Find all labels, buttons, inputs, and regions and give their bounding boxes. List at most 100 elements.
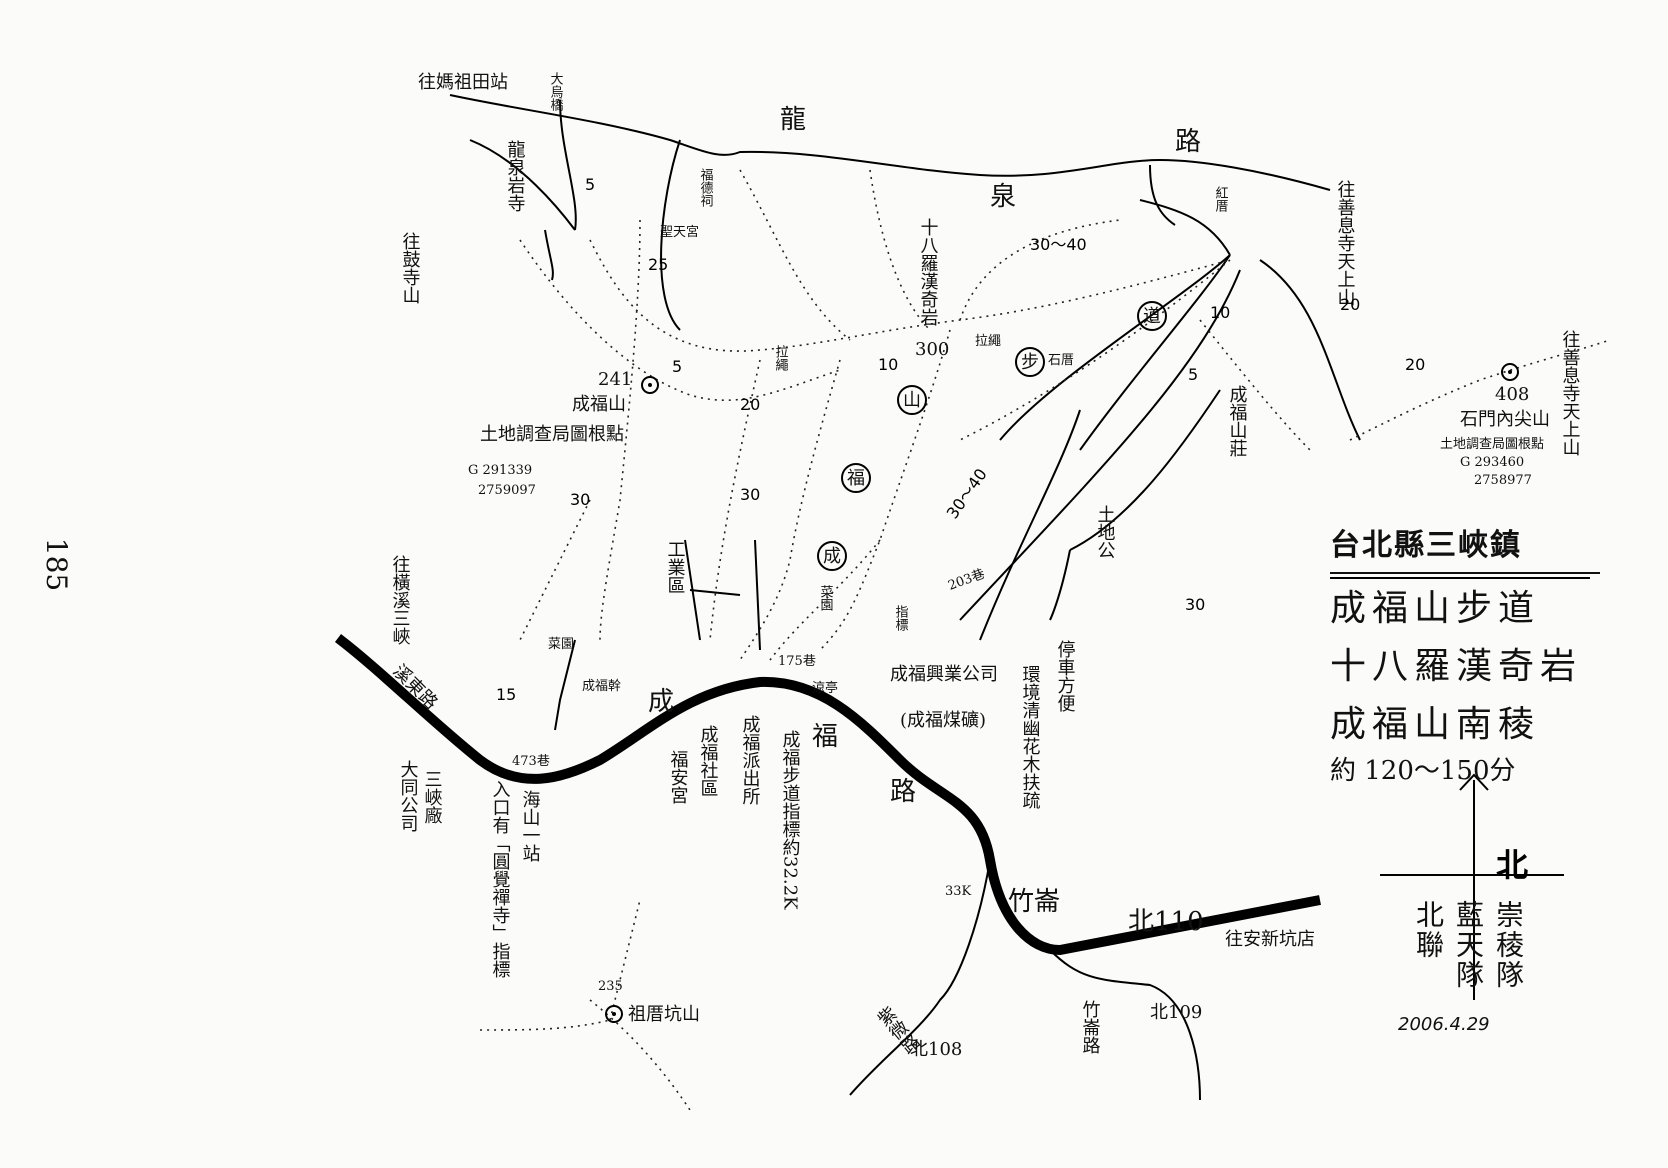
min-30c: 30: [1185, 595, 1205, 614]
peak-chengfushan-elev: 241: [598, 369, 632, 390]
peak-zumei-name: 祖厝坑山: [628, 1004, 700, 1025]
peak-shimen-note: 土地調查局圖根點: [1440, 437, 1544, 452]
north-label: 北: [1496, 846, 1529, 884]
label-dawu-bridge: 大烏橋: [548, 72, 564, 112]
road-chengfu-2: 福: [812, 722, 838, 752]
label-to-hengxi: 往橫溪三峽: [390, 555, 411, 645]
peak-zumei-marker: [605, 1005, 623, 1023]
min-25: 25: [648, 255, 668, 274]
label-luohan-elev: 300: [915, 339, 949, 360]
road-longquan-1: 龍: [780, 105, 806, 135]
label-pull-rope-b: 拉繩: [975, 334, 1001, 349]
min-5c: 5: [1188, 365, 1198, 384]
min-20c: 20: [1405, 355, 1425, 374]
peak-shimen-coord1: G 293460: [1460, 455, 1524, 470]
label-to-gu-temple: 往鼓寺山: [400, 232, 421, 304]
road-chengfu-1: 成: [648, 687, 674, 717]
peak-chengfushan-note: 土地調查局圖根點: [480, 424, 624, 445]
label-yuan-sign: 入口有「圓覺禪寺」指標: [490, 780, 511, 978]
label-chengfu-paichusuo: 成福派出所: [740, 715, 761, 805]
label-lane175: 175巷: [778, 654, 816, 669]
peak-shimen-name: 石門內尖山: [1460, 409, 1550, 430]
peak-shimen-elev: 408: [1495, 384, 1529, 405]
peak-chengfushan-coord2: 2759097: [478, 483, 536, 498]
circle-char-5: 道: [1143, 306, 1161, 327]
road-longquan-2: 泉: [990, 182, 1016, 212]
title-line1: 成福山步道: [1330, 588, 1541, 629]
label-lane-b: 菜園: [818, 585, 834, 611]
circle-char-4: 步: [1021, 352, 1039, 373]
label-rest: 涼亭: [812, 680, 838, 696]
map-date: 2006.4.29: [1398, 1014, 1490, 1035]
road-bei108: 北108: [910, 1039, 962, 1060]
label-trail-sign: 成福步道指標約32.2K: [780, 730, 801, 910]
circle-char-2: 福: [847, 468, 865, 489]
min-20b: 20: [1340, 295, 1360, 314]
label-sanxia-factory: 三峽廠: [422, 770, 443, 824]
min-10b: 10: [1210, 303, 1230, 322]
label-tudigong: 土地公: [1095, 505, 1116, 559]
title-block: 台北縣三峽鎮 成福山步道 十八羅漢奇岩 成福山南稜 約 120～150分: [1330, 520, 1600, 787]
circle-char-3: 山: [903, 390, 921, 411]
min-5a: 5: [585, 175, 595, 194]
peak-zumei-elev: 235: [598, 979, 623, 994]
label-luohan-rock: 十八羅漢奇岩: [918, 218, 939, 326]
road-zhulun: 竹崙: [1008, 887, 1060, 917]
label-to-anxin: 往安新坑店: [1225, 929, 1315, 950]
min-30b: 30: [570, 490, 590, 509]
label-chengfu-company: 成福興業公司: [890, 664, 998, 685]
trail-name-circles: 成 福 山 步 道: [817, 301, 1167, 571]
peak-chengfushan-coord1: G 291339: [468, 463, 532, 478]
page-number: 185: [40, 537, 74, 592]
min-30-40b: 30～40: [943, 465, 991, 522]
peak-shimen-coord2: 2758977: [1474, 473, 1532, 488]
label-fuan-gong: 福安宮: [668, 750, 689, 804]
label-chengfu-gan: 成福幹: [582, 678, 621, 694]
min-5b: 5: [672, 357, 682, 376]
road-bei109: 北109: [1150, 1002, 1202, 1023]
label-huanjing: 環境清幽花木扶疏: [1020, 665, 1041, 809]
label-gongye-qu: 工業區: [665, 540, 686, 594]
credit-beilian: 北聯: [1412, 900, 1445, 960]
longquan-road-line: [449, 94, 1331, 191]
label-to-shanxi-top: 往善息寺天上山: [1335, 180, 1356, 306]
label-hongwu: 紅厝: [1213, 186, 1229, 212]
road-chengfu-3: 路: [890, 777, 916, 807]
label-chengfu-coal: (成福煤礦): [900, 710, 986, 731]
peak-chengfushan-name: 成福山: [572, 394, 626, 415]
min-10a: 10: [878, 355, 898, 374]
road-longquan-3: 路: [1175, 127, 1201, 157]
label-lane-a: 菜園: [548, 637, 574, 652]
title-duration: 約 120～150分: [1330, 756, 1516, 786]
label-datong: 大同公司: [398, 760, 419, 832]
label-to-shanxi-right: 往善息寺天上山: [1560, 330, 1581, 456]
label-longquan-temple: 龍泉岩寺: [505, 140, 526, 212]
road-zhulun-lu: 竹崙路: [1080, 1000, 1101, 1054]
north-arrow: [1380, 773, 1564, 1000]
label-shengtian-gong: 聖天宮: [660, 224, 699, 240]
min-30-40a: 30～40: [1030, 235, 1087, 254]
label-shicuo: 石厝: [1048, 353, 1074, 368]
peak-shimen-marker: [1501, 363, 1519, 381]
label-tingche: 停車方便: [1055, 640, 1076, 712]
chengfu-road-line: [334, 634, 1321, 956]
label-km33: 33K: [945, 884, 972, 899]
label-hai-stop: 海山一站: [520, 790, 541, 862]
title-line3: 成福山南稜: [1330, 704, 1541, 745]
min-20a: 20: [740, 395, 760, 414]
title-line2: 十八羅漢奇岩: [1330, 646, 1583, 687]
peak-chengfushan-marker: [641, 376, 659, 394]
min-30a: 30: [740, 485, 760, 504]
road-bei110: 北110: [1128, 907, 1204, 937]
label-chengfu-shanzhuang: 成福山莊: [1227, 385, 1248, 457]
circle-char-1: 成: [823, 546, 841, 567]
label-lane473: 473巷: [512, 754, 550, 769]
label-to-mazutian: 往媽祖田站: [418, 72, 508, 93]
label-pull-rope-a: 拉繩: [773, 345, 789, 371]
